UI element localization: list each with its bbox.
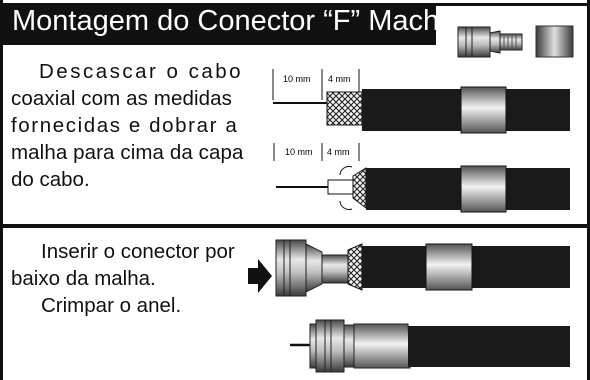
measure-braid-length: 4 mm bbox=[327, 147, 350, 157]
f-connector-icon bbox=[457, 26, 523, 58]
step1-line: fornecidas e dobrar a bbox=[11, 114, 239, 137]
step1-line: Descascar o cabo bbox=[39, 60, 244, 83]
folded-braid-illustration: 10 mm 4 mm bbox=[273, 143, 570, 213]
stripped-cable-illustration: 10 mm 4 mm bbox=[272, 69, 570, 134]
crimped-connector-illustration bbox=[290, 319, 570, 373]
step2-line: Inserir o conector por bbox=[41, 240, 235, 263]
crimp-ring bbox=[460, 86, 507, 134]
page-title: Montagem do Conector “F” Macho bbox=[12, 5, 456, 37]
crimp-ring bbox=[460, 165, 507, 213]
measure-wire-length: 10 mm bbox=[283, 74, 311, 84]
step1-line: do cabo. bbox=[11, 168, 90, 191]
step2-line: Crimpar o anel. bbox=[41, 294, 182, 317]
step1-line: coaxial com as medidas bbox=[11, 87, 232, 110]
arrow-right-icon bbox=[248, 259, 272, 293]
measure-braid-length: 4 mm bbox=[328, 74, 351, 84]
header-rule bbox=[436, 3, 587, 6]
step1-line: malha para cima da capa bbox=[11, 141, 244, 164]
section-divider bbox=[3, 224, 587, 228]
title-bar: Montagem do Conector “F” Macho bbox=[3, 3, 455, 45]
step1-instructions: Descascar o cabo coaxial com as medidas … bbox=[11, 58, 243, 193]
crimp-ring-icon bbox=[535, 25, 574, 58]
step2-instructions: Inserir o conector por baixo da malha. C… bbox=[11, 238, 235, 319]
step2-line: baixo da malha. bbox=[11, 267, 156, 290]
crimp-ring bbox=[425, 243, 473, 291]
measure-wire-length: 10 mm bbox=[285, 147, 313, 157]
insert-connector-illustration bbox=[248, 239, 570, 297]
